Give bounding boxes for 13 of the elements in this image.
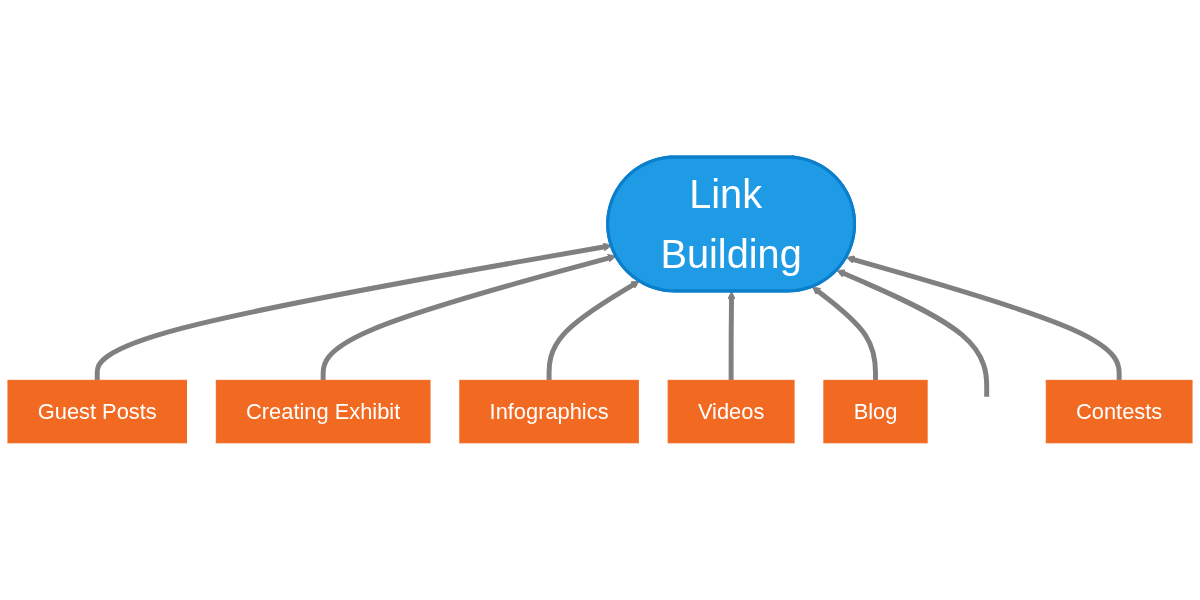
node-box: Infographics	[459, 379, 639, 444]
arrow	[811, 286, 878, 381]
arrow	[727, 291, 736, 381]
node-box: Contests	[1045, 379, 1193, 444]
node-box: Creating Exhibit	[215, 379, 431, 444]
arrow	[94, 242, 612, 381]
node-box: Videos	[667, 379, 795, 444]
arrow	[546, 280, 640, 381]
node-box: Blog	[823, 379, 928, 444]
arrow	[320, 254, 617, 381]
node-box: Guest Posts	[7, 379, 187, 444]
arrow	[836, 269, 990, 397]
arrow	[845, 255, 1122, 381]
